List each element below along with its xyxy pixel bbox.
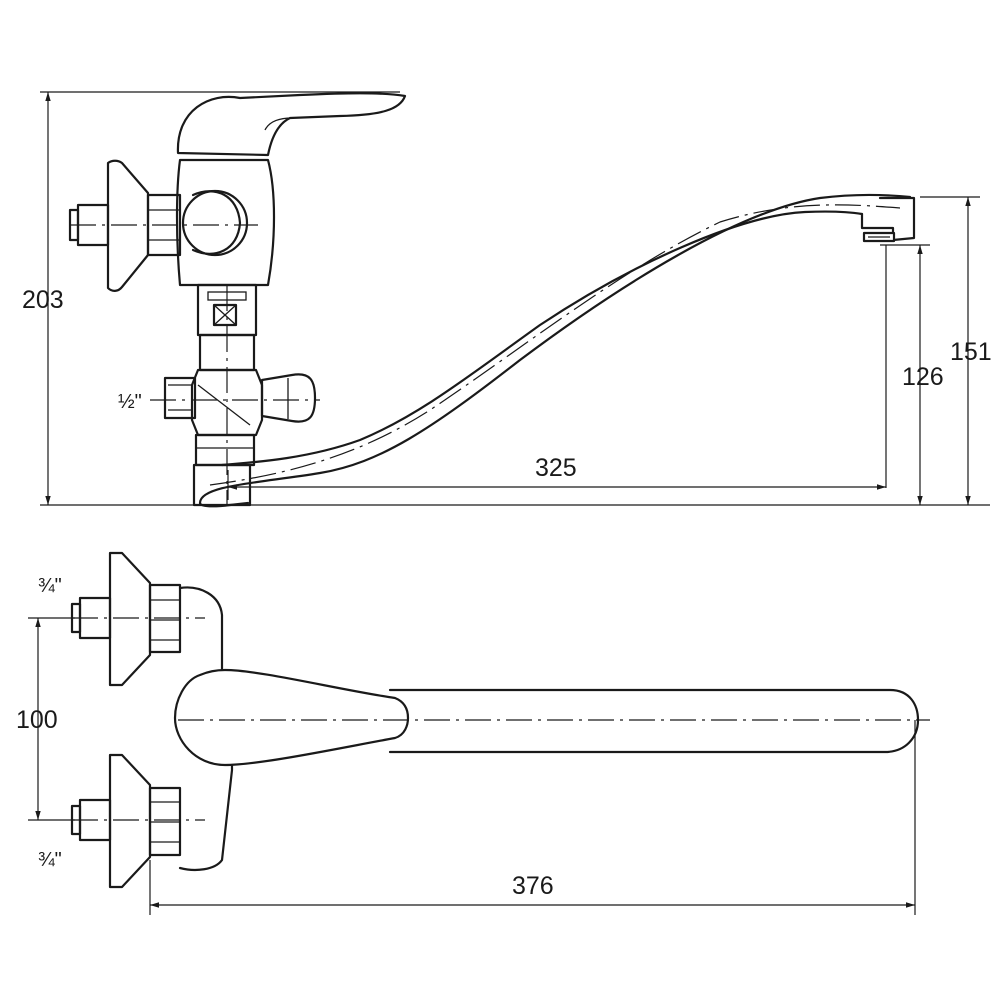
dim-lines-top bbox=[28, 617, 916, 915]
dim-spout-reach: 325 bbox=[535, 454, 577, 482]
dim-spout-outlet-height: 151 bbox=[950, 338, 992, 366]
lever-handle-top bbox=[173, 668, 410, 767]
thread-inlet-bottom-label: ¾" bbox=[38, 849, 62, 871]
spout bbox=[198, 193, 916, 508]
inlet-upper-top bbox=[70, 551, 205, 687]
thread-outlet-label: ½" bbox=[118, 391, 142, 413]
side-view: 203 151 126 325 ½" bbox=[22, 91, 992, 508]
dim-total-height: 203 bbox=[22, 286, 64, 314]
dim-total-length: 376 bbox=[512, 872, 554, 900]
inlet-lower-top bbox=[70, 753, 205, 889]
wall-flange-upper bbox=[68, 159, 258, 292]
mixer-body bbox=[175, 92, 407, 287]
thread-inlet-top-label: ¾" bbox=[38, 575, 62, 597]
top-view: 100 376 ¾" ¾" bbox=[16, 551, 930, 915]
dim-inlet-spacing: 100 bbox=[16, 706, 58, 734]
dim-aerator-height: 126 bbox=[902, 363, 944, 391]
valve-column bbox=[150, 283, 320, 507]
lever-handle bbox=[176, 92, 407, 157]
spout-top bbox=[388, 688, 920, 754]
dim-lines-side bbox=[40, 91, 990, 506]
